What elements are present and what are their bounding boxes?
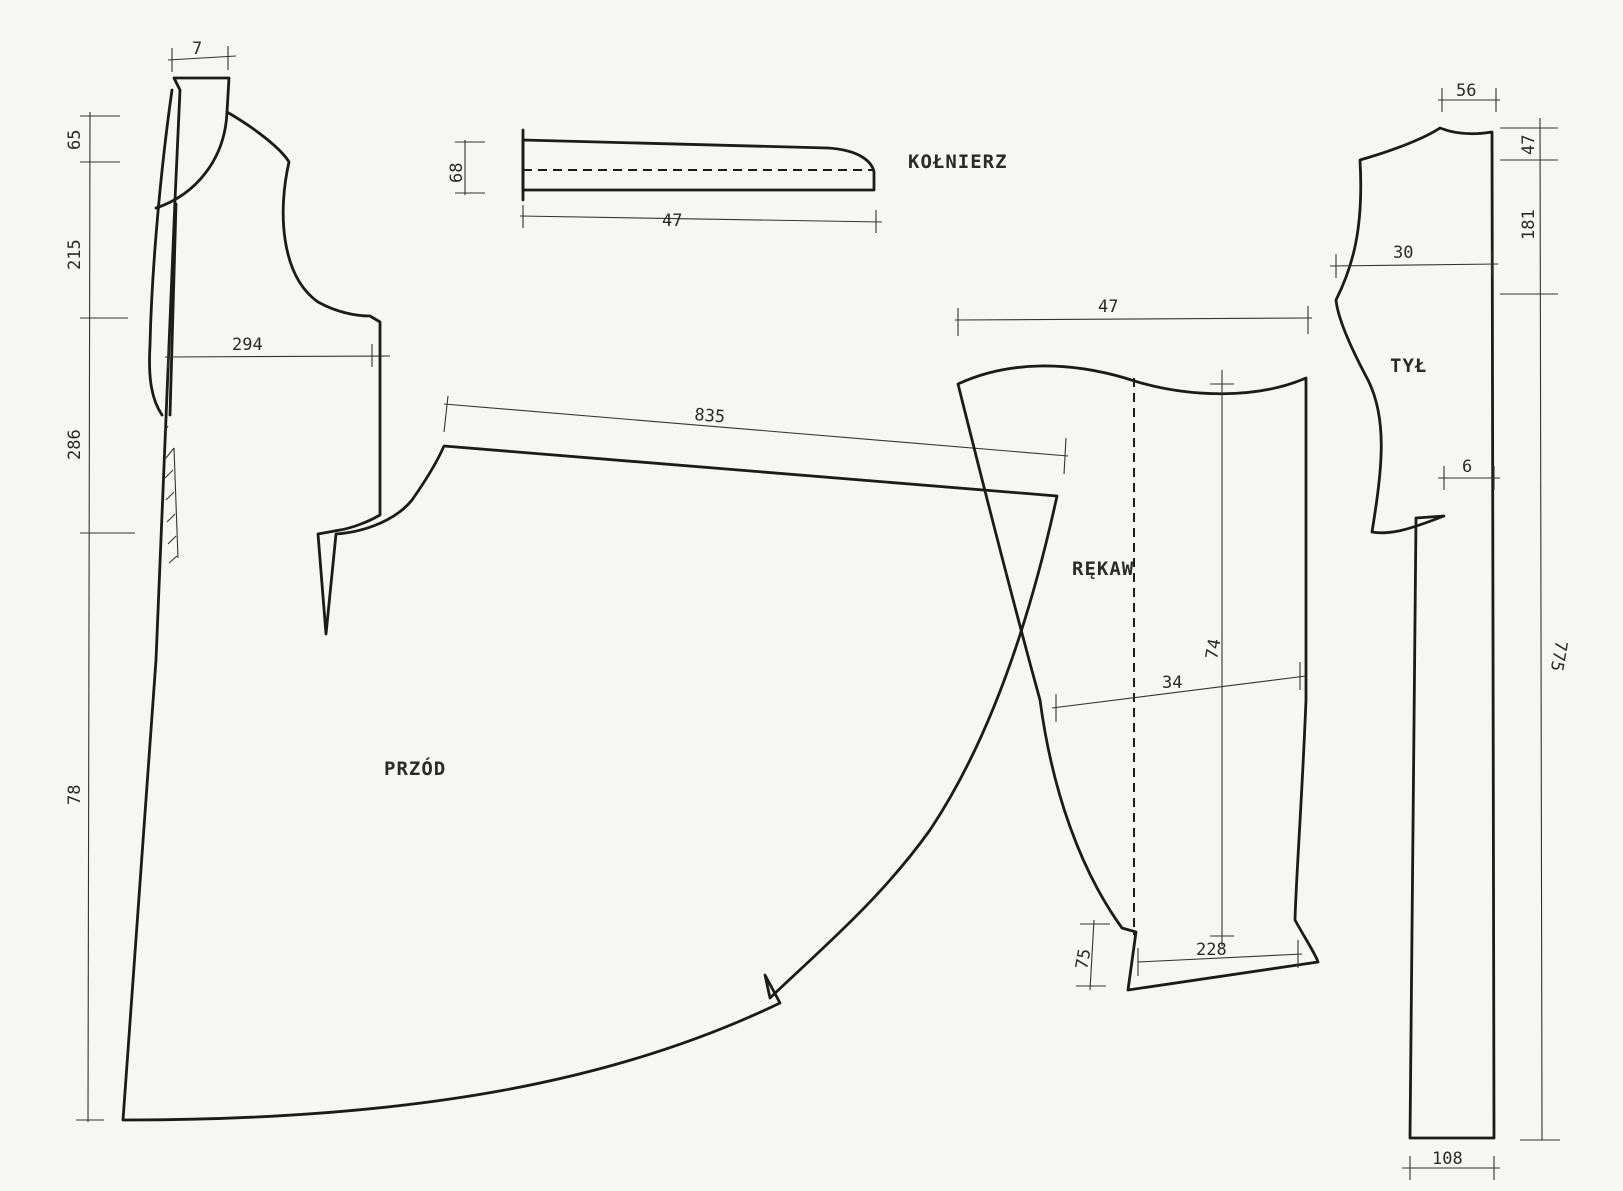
dim-label-sleeve-width: 34 <box>1162 673 1182 693</box>
dim-front-shoulder: 7 <box>167 39 237 72</box>
dim-label-back-length: 775 <box>1546 639 1571 673</box>
dim-label-back-a: 47 <box>1519 135 1539 155</box>
back-outline <box>1334 126 1496 1140</box>
dim-label-back-bottom: 108 <box>1432 1149 1463 1169</box>
collar-outline <box>521 138 876 192</box>
sleeve-outline <box>956 364 1320 992</box>
dim-label-front-d: 78 <box>65 785 85 805</box>
dim-label-front-a: 65 <box>65 130 85 150</box>
dim-label-collar-length: 47 <box>662 211 682 231</box>
buttonhole-marks <box>163 425 179 564</box>
dim-label-sleeve-slit: 75 <box>1072 947 1095 971</box>
dim-label-front-chest: 294 <box>232 335 263 355</box>
front-outline <box>121 76 1059 1122</box>
label-sleeve: RĘKAW <box>1072 558 1134 580</box>
dim-label-front-hem: 835 <box>694 405 726 427</box>
dim-label-sleeve-cuff: 228 <box>1196 940 1227 960</box>
front-piece: 7 65 215 286 78 294 835 PRZÓD <box>65 39 1069 1123</box>
front-neckline <box>154 110 229 210</box>
dim-front-hem: 835 <box>443 395 1069 475</box>
dim-front-vertical <box>76 111 135 1123</box>
back-piece: 56 47 181 775 30 6 108 TYŁ <box>1329 81 1571 1180</box>
dim-label-back-width: 30 <box>1393 243 1413 263</box>
label-collar: KOŁNIERZ <box>908 151 1008 173</box>
label-front: PRZÓD <box>384 756 446 780</box>
label-back: TYŁ <box>1390 355 1427 377</box>
dim-label-back-neck: 56 <box>1456 81 1476 101</box>
sleeve-piece: 47 74 34 228 75 RĘKAW <box>954 297 1320 992</box>
front-facing-edge <box>148 88 174 417</box>
dim-front-chest: 294 <box>164 335 391 368</box>
dim-label-front-c: 286 <box>65 429 85 460</box>
dim-label-collar-height: 68 <box>447 163 467 183</box>
dim-label-back-b: 181 <box>1519 209 1539 240</box>
dim-label-back-center: 6 <box>1462 457 1472 477</box>
dim-label-sleeve-length: 74 <box>1202 637 1225 661</box>
collar-piece: 68 47 KOŁNIERZ <box>447 128 1008 233</box>
dim-label-front-shoulder: 7 <box>192 39 202 59</box>
front-facing-inner <box>168 202 178 417</box>
dim-label-front-b: 215 <box>65 239 85 270</box>
dim-label-sleeve-top: 47 <box>1098 297 1118 317</box>
